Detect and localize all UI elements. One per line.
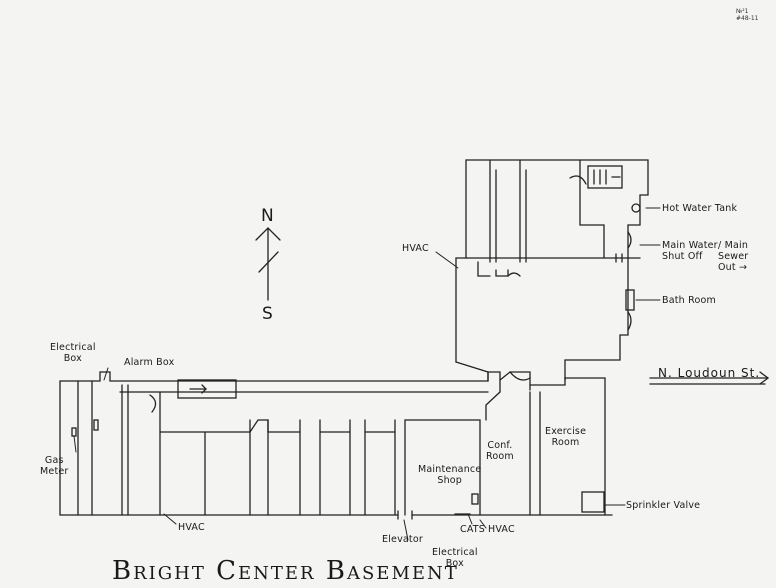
label-line: Meter [40,466,69,477]
label-line: Out → [718,262,748,273]
main-sewer-label: / Main Sewer Out → [718,240,748,273]
corner-note-line: #48-11 [736,15,759,22]
electrical-box-bottom-label: Electrical Box [432,547,478,569]
electrical-box-label: Electrical Box [50,342,96,364]
label-line: Room [551,437,580,448]
north-wing-walls [455,159,649,381]
label-line: Maintenance [418,464,482,475]
label-line: Exercise [545,426,587,437]
label-line: Box [445,558,464,569]
alarm-box-label: Alarm Box [124,357,175,368]
page-title: Bright Center Basement [112,556,459,586]
label-line: Box [63,353,82,364]
label-leaders [73,207,661,541]
gas-meter-label: Gas Meter [40,455,69,477]
north-arrow-icon [255,227,281,301]
street-arrow-icon [649,371,770,385]
label-line: Main Water [662,240,718,251]
maintenance-shop-label: Maintenance Shop [418,464,481,486]
main-wing-walls [59,361,613,520]
south-label: S [262,304,273,324]
conf-room-label: Conf. Room [486,440,514,462]
label-line: Electrical [432,547,478,558]
street-label: N. Loudoun St. [658,366,761,380]
hvac-bottom-left-label: HVAC [178,522,205,533]
label-line: Shop [437,475,463,486]
label-line: Room [486,451,514,462]
cats-label: CATS [460,524,486,535]
label-line: Gas [44,455,64,466]
hvac-top-label: HVAC [402,243,429,254]
main-water-shutoff-label: Main Water Shut Off [662,240,718,262]
corner-note-line: №²1 [736,8,749,15]
corner-note: №²1 #48-11 [736,8,758,22]
label-line: Shut Off [662,251,703,262]
hot-water-tank-label: Hot Water Tank [662,203,738,214]
label-line: Electrical [50,342,96,353]
label-line: Sewer [718,251,749,262]
label-line: / Main [718,240,749,251]
elevator-label: Elevator [382,534,423,545]
exercise-room-label: Exercise Room [545,426,586,448]
north-label: N [261,206,274,226]
bath-room-label: Bath Room [662,295,716,306]
sprinkler-valve-label: Sprinkler Valve [626,500,701,511]
hvac-bottom-right-label: HVAC [488,524,515,535]
label-line: Conf. [487,440,513,451]
